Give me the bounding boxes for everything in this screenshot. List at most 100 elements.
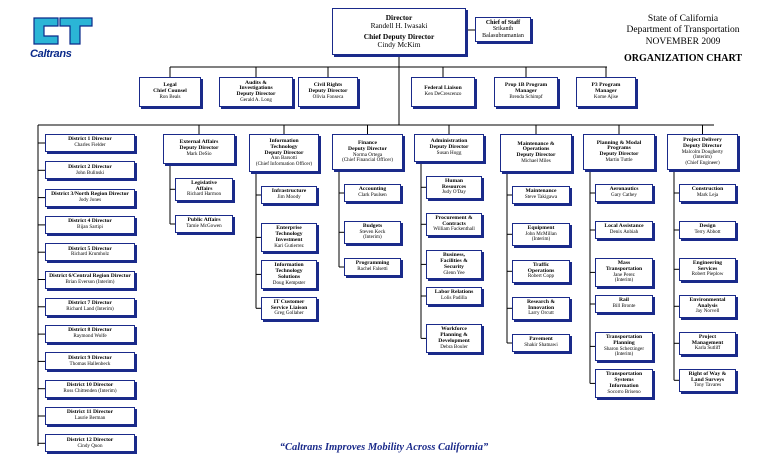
box-title: District 3/North Region Director <box>51 190 129 197</box>
box-title: Services <box>697 265 718 272</box>
box-title: Deputy Director <box>599 151 639 158</box>
box-title: Solutions <box>277 273 301 280</box>
box-name: Richard Harmon <box>186 191 222 198</box>
box-title: Budgets <box>362 223 383 230</box>
box-name: Brian Everson (Interim) <box>65 278 115 285</box>
chart-title: ORGANIZATION CHART <box>623 52 743 64</box>
box-title: Project Delivery <box>683 137 722 144</box>
chief-of-staff-name: Balasubramanian <box>482 32 524 39</box>
box-title: Right of Way & <box>688 370 727 377</box>
org-name: State of California <box>647 14 719 24</box>
box-name: (Interim) <box>614 351 634 358</box>
box-title: Planning & Modal <box>596 139 642 146</box>
box-title: Project <box>698 333 717 340</box>
box-title: Investigations <box>239 85 273 92</box>
box-title: Deputy Director <box>348 145 387 152</box>
box-title: Finance <box>358 139 377 146</box>
box-name: Ron Beals <box>159 94 181 101</box>
box-title: District 8 Director <box>68 327 112 334</box>
box-title: District 5 Director <box>68 245 112 252</box>
box-title: Aeronautics <box>609 186 639 193</box>
box-title: Mass <box>617 260 631 267</box>
box-title: Technology <box>270 143 298 150</box>
box-title: Business, <box>443 251 465 258</box>
box-title: Deputy Director <box>236 91 276 98</box>
box-name: John Bulinski <box>75 169 105 176</box>
box-title: Management <box>691 339 724 346</box>
box-title: Development <box>438 337 470 344</box>
box-name: Cindy Quon <box>77 442 103 449</box>
box-name: (Interim) <box>614 277 634 284</box>
box-name: Susan Hogg <box>436 150 462 157</box>
box-name: Shakir Shatnawi <box>524 342 558 349</box>
box-title: Accounting <box>358 186 387 193</box>
chief-deputy-name: Cindy McKim <box>377 39 421 49</box>
box-name: Raymond Wolfe <box>73 333 107 340</box>
box-title: Manager <box>595 88 617 95</box>
box-name: Thomas Hallenbeck <box>69 360 111 367</box>
box-name: Robert Pieplow <box>691 271 724 278</box>
box-title: Legislative <box>191 179 217 186</box>
footer-tagline: “Caltrans Improves Mobility Across Calif… <box>279 442 489 453</box>
logo-wordmark: Caltrans <box>30 48 72 60</box>
box-title: Enterprise <box>276 224 302 231</box>
box-name: Laurie Berman <box>74 415 106 422</box>
box-name: Ann Barsotti <box>270 155 298 162</box>
box-name: Greg Gollaher <box>274 310 304 317</box>
box-title: Traffic <box>532 261 550 268</box>
box-title: Pavement <box>529 336 553 343</box>
box-name: Tamie McGowen <box>186 223 222 230</box>
box-title: Engineering <box>692 259 723 266</box>
box-title: Labor Relations <box>434 289 474 296</box>
box-name: Michael Miles <box>521 158 551 165</box>
box-title: Transportation <box>605 266 643 273</box>
box-name: Terry Abbott <box>694 229 721 236</box>
box-title: Information <box>269 137 299 144</box>
box-name: Martin Tuttle <box>605 157 633 164</box>
box-title: Human <box>444 177 464 184</box>
box-title: Deputy Director <box>308 88 348 95</box>
box-name: John McMillan <box>525 230 557 237</box>
box-title: Construction <box>691 186 724 193</box>
box-title: District 11 Director <box>66 409 114 416</box>
box-name: (Interim) <box>693 154 712 161</box>
box-title: Innovation <box>527 304 555 311</box>
box-name: Jody Jones <box>78 196 102 203</box>
box-name: Gerald A. Long <box>240 97 272 104</box>
box-title: District 10 Director <box>66 382 114 389</box>
box-title: Analysis <box>697 302 718 309</box>
box-title: Programs <box>607 145 631 152</box>
box-title: Resources <box>441 183 467 190</box>
box-name: Sharon Scherzinger <box>603 345 645 352</box>
box-title: Deputy Director <box>429 144 469 151</box>
box-name: Mark DeSio <box>186 151 212 158</box>
box-name: Olivia Fonseca <box>312 94 344 101</box>
box-title: Maintenance <box>525 188 557 195</box>
